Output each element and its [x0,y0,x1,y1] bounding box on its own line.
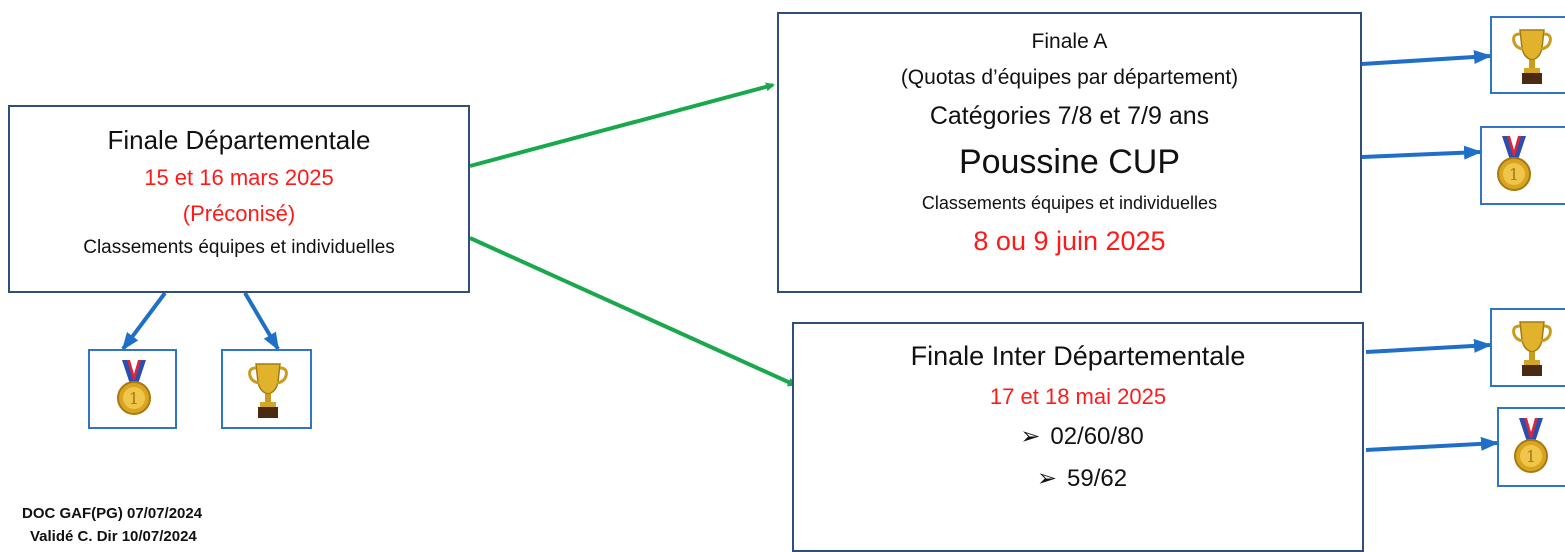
finale-a-categories: Catégories 7/8 et 7/9 ans [929,102,1210,130]
inter-trophy-box [1490,308,1565,387]
finale-inter-group-2: ➢ 59/62 [794,462,1362,496]
trophy-icon [1512,321,1552,376]
finale-a-medal-box: 1 [1480,126,1565,205]
svg-text:1: 1 [1509,165,1519,184]
arrow-to-dept-trophy [243,291,280,351]
medal-icon: 1 [117,360,151,415]
svg-text:1: 1 [129,389,139,408]
bullet-arrow-icon: ➢ [1036,465,1058,492]
finale-a-title: Finale A [1031,30,1108,53]
bullet-arrow-icon: ➢ [1020,423,1041,450]
trophy-icon [1512,29,1552,84]
departmental-date: 15 et 16 mars 2025 [144,165,334,190]
footer-validation: Validé C. Dir 10/07/2024 [30,528,197,545]
arrow-to-finale-inter [469,236,797,387]
finale-a-trophy-box [1490,16,1565,94]
departmental-title: Finale Départementale [107,125,371,155]
arrow-to-finale-a [469,82,775,168]
inter-medal-box: 1 [1497,407,1565,487]
medal-icon: 1 [1514,418,1548,473]
finale-inter-group-1: ➢ 02/60/80 [794,420,1362,454]
trophy-icon [248,363,288,418]
finale-a-quota: (Quotas d’équipes par département) [900,66,1239,89]
footer-doc-reference: DOC GAF(PG) 07/07/2024 [22,505,203,522]
finale-inter-date: 17 et 18 mai 2025 [989,384,1167,409]
departmental-final-box: Finale Départementale 15 et 16 mars 2025… [8,105,470,293]
group-label: 02/60/80 [1050,423,1144,450]
arrow-to-dept-medal [121,291,167,351]
arrow-to-finale-a-medal [1361,145,1482,160]
arrow-to-finale-a-trophy [1361,50,1492,66]
departmental-ranking: Classements équipes et individuelles [83,237,395,258]
medal-icon: 1 [1497,136,1531,191]
dept-medal-box: 1 [88,349,177,429]
connector-arrows [121,50,1499,452]
svg-text:1: 1 [1526,447,1536,466]
dept-trophy-box [221,349,312,429]
finale-a-ranking: Classements équipes et individuelles [921,193,1218,213]
finale-a-box: Finale A (Quotas d’équipes par départeme… [777,12,1362,293]
finale-inter-box: Finale Inter Départementale 17 et 18 mai… [792,322,1364,552]
finale-a-cup: Poussine CUP [958,143,1181,181]
departmental-note: (Préconisé) [182,201,296,226]
arrow-to-inter-medal [1365,436,1499,452]
group-label: 59/62 [1067,465,1128,492]
finale-inter-title: Finale Inter Départementale [910,341,1246,371]
finale-a-date: 8 ou 9 juin 2025 [973,226,1166,256]
arrow-to-inter-trophy [1365,338,1492,354]
